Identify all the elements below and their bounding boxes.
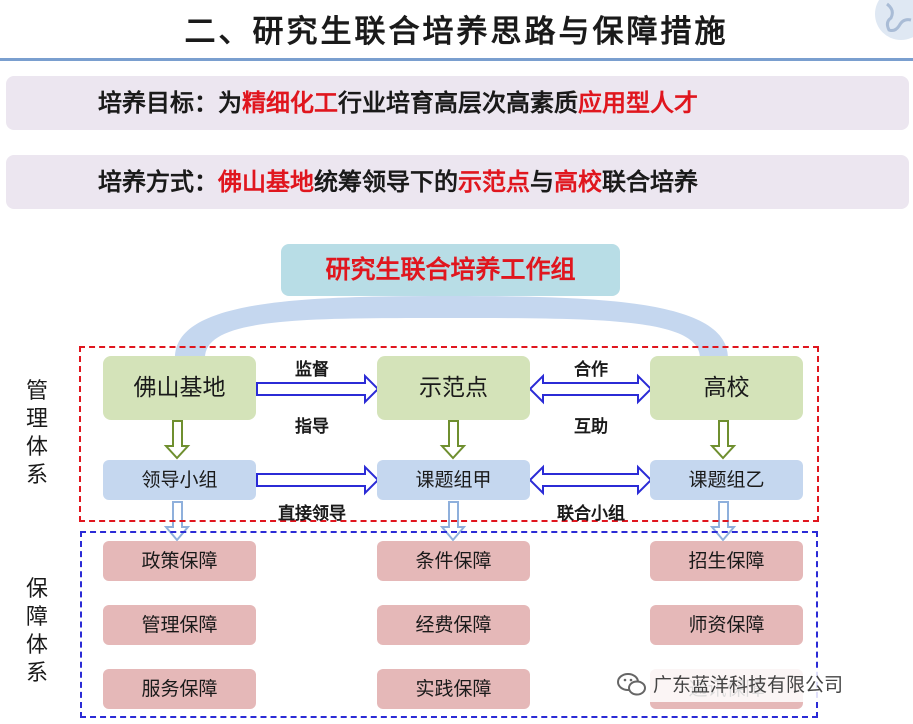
- node-demo-site: 示范点: [377, 356, 530, 420]
- label-interact: 互助: [574, 417, 608, 437]
- label-cooperate: 合作: [574, 360, 608, 380]
- method-banner: 培养方式：佛山基地统筹领导下的示范点与高校联合培养: [6, 155, 909, 209]
- watermark-text: 广东蓝洋科技有限公司: [653, 674, 844, 696]
- page-title: 二、研究生联合培养思路与保障措施: [184, 14, 729, 50]
- guarantee-funding: 经费保障: [377, 605, 530, 645]
- method-highlight-base: 佛山基地: [218, 167, 314, 196]
- method-prefix: 培养方式：: [98, 167, 218, 196]
- node-leading-group: 领导小组: [103, 460, 256, 500]
- direct-lead-arrow: [256, 464, 380, 496]
- label-joint-group: 联合小组: [557, 504, 625, 524]
- working-group-box: 研究生联合培养工作组: [281, 244, 620, 296]
- goal-banner: 培养目标：为精细化工行业培育高层次高素质应用型人才: [6, 76, 909, 130]
- goal-middle: 行业培育高层次高素质: [338, 88, 578, 117]
- label-guide: 指导: [295, 417, 329, 437]
- guarantee-system-frame: [80, 531, 818, 718]
- guarantee-practice: 实践保障: [377, 669, 530, 709]
- working-group-arc: [175, 296, 728, 358]
- goal-highlight-talent: 应用型人才: [578, 88, 698, 117]
- node-foshan-base: 佛山基地: [103, 356, 256, 420]
- goal-highlight-industry: 精细化工: [242, 88, 338, 117]
- wechat-icon: [617, 673, 646, 696]
- label-supervise: 监督: [295, 360, 329, 380]
- method-highlight-university: 高校: [554, 167, 602, 196]
- guarantee-policy: 政策保障: [103, 541, 256, 581]
- watermark: 广东蓝洋科技有限公司: [617, 668, 848, 702]
- guarantee-enrollment: 招生保障: [650, 541, 803, 581]
- guarantee-service: 服务保障: [103, 669, 256, 709]
- management-system-label: 管理体系: [25, 379, 48, 488]
- method-text-2: 与: [530, 167, 554, 196]
- guarantee-management: 管理保障: [103, 605, 256, 645]
- label-direct-lead: 直接领导: [278, 504, 346, 524]
- globe-icon: [875, 0, 913, 40]
- method-highlight-demo: 示范点: [458, 167, 530, 196]
- guarantee-conditions: 条件保障: [377, 541, 530, 581]
- method-text-3: 联合培养: [602, 167, 698, 196]
- method-text-1: 统筹领导下的: [314, 167, 458, 196]
- down-arrows-green: [163, 420, 737, 460]
- supervise-arrow: [256, 373, 380, 405]
- node-project-group-a: 课题组甲: [377, 460, 530, 500]
- management-system-frame: [79, 346, 819, 522]
- goal-prefix: 培养目标：为: [98, 88, 242, 117]
- title-divider: [0, 58, 913, 61]
- guarantee-system-label: 保障体系: [25, 577, 48, 686]
- node-project-group-b: 课题组乙: [650, 460, 803, 500]
- guarantee-faculty: 师资保障: [650, 605, 803, 645]
- node-university: 高校: [650, 356, 803, 420]
